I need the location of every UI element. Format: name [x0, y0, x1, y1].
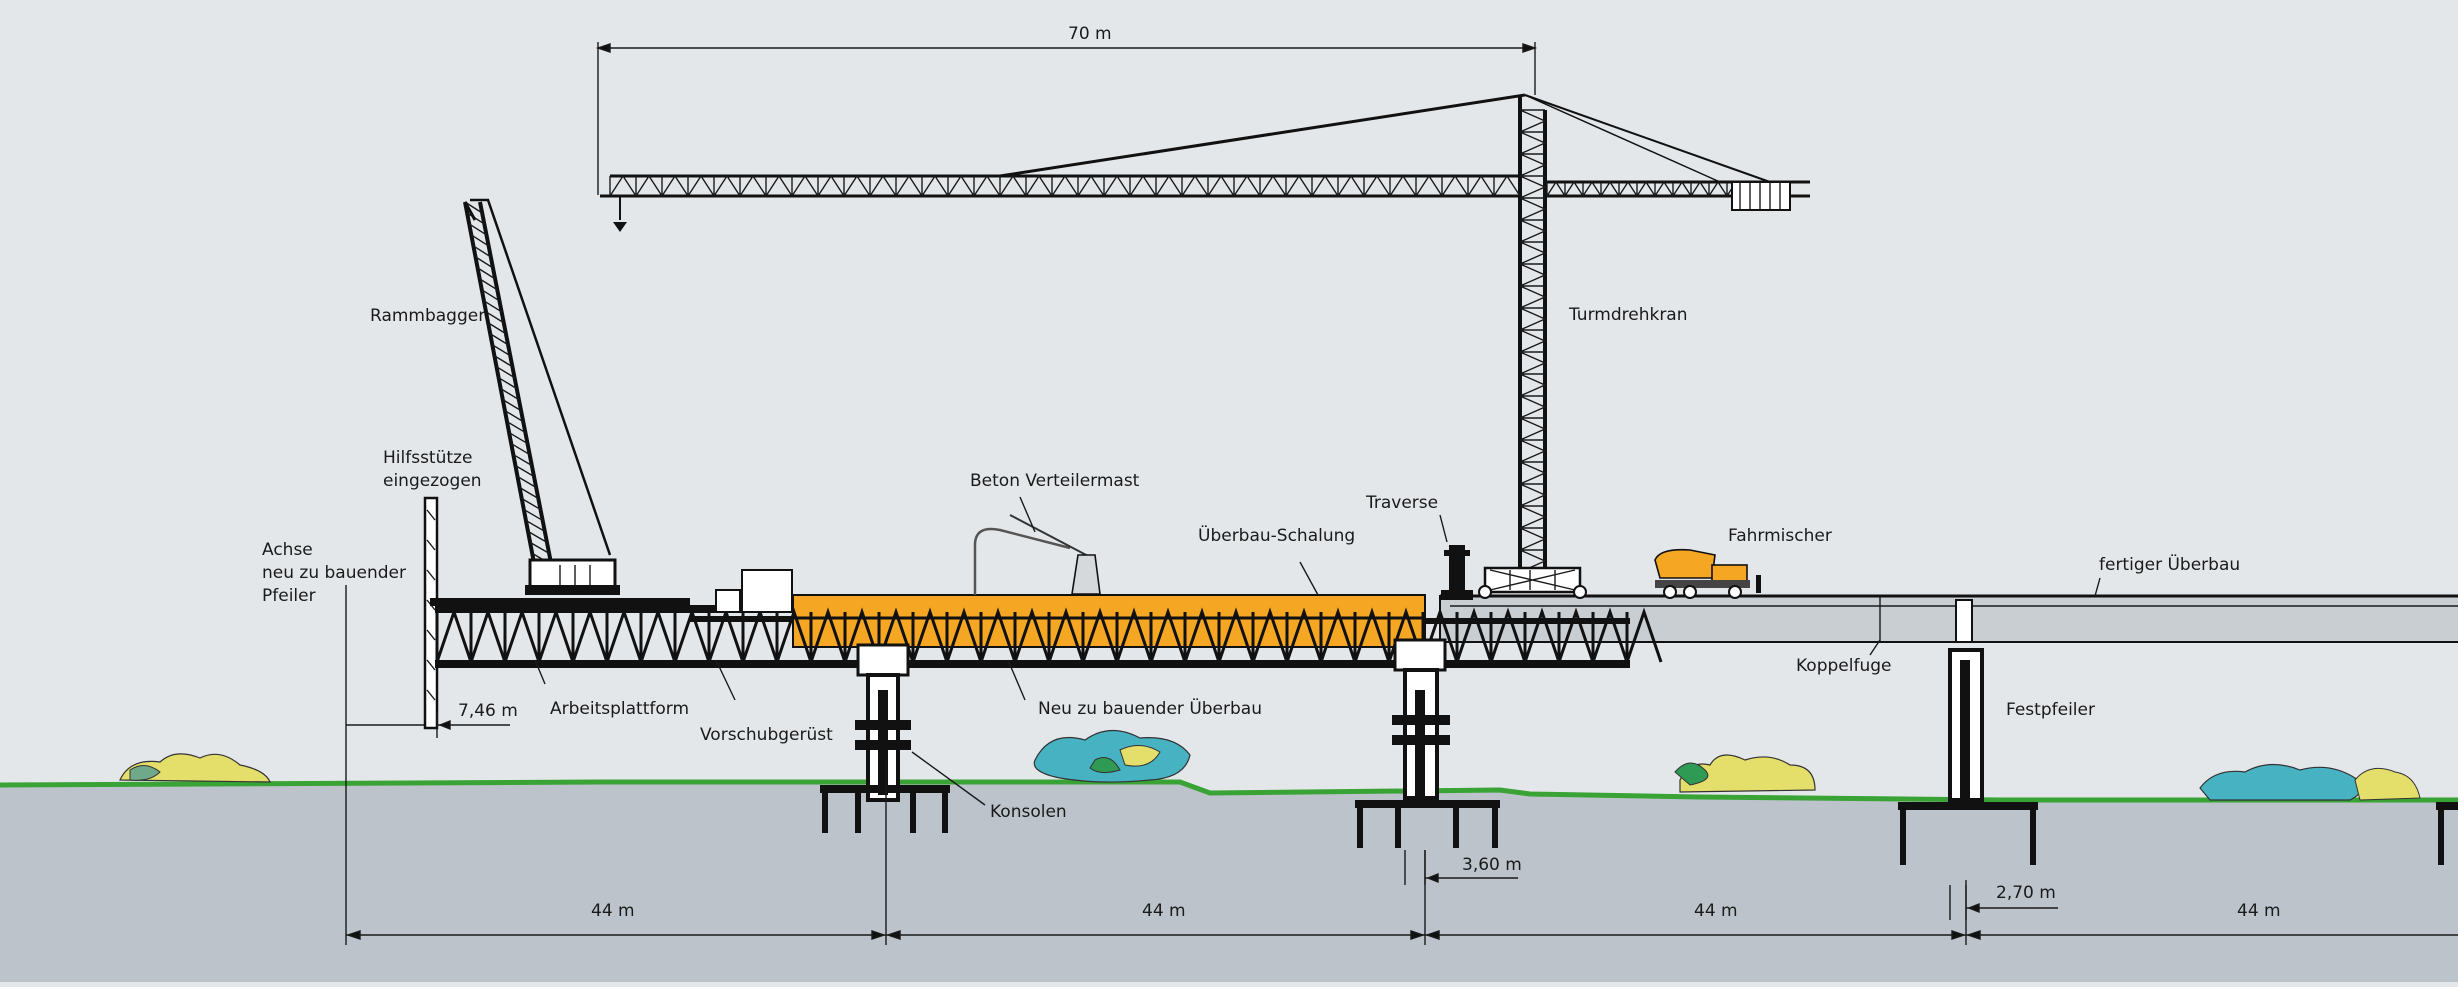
dimension-span-1: 44 m	[591, 901, 635, 921]
label-beton-verteilermast: Beton Verteilermast	[970, 471, 1140, 491]
label-hilfsstuetze-line1: Hilfsstütze	[383, 448, 472, 468]
label-neu-ueberbau: Neu zu bauender Überbau	[1038, 697, 1262, 719]
label-rammbagger: Rammbagger	[370, 306, 485, 326]
label-fahrmischer: Fahrmischer	[1728, 526, 1832, 546]
label-traverse: Traverse	[1365, 493, 1438, 513]
leader-lines	[534, 496, 2101, 806]
traverse	[1441, 545, 1473, 600]
bush-right-2	[2199, 763, 2421, 801]
bush-left	[119, 753, 271, 783]
dimension-360: 3,60 m	[1462, 855, 1522, 875]
label-konsolen: Konsolen	[990, 802, 1067, 822]
label-arbeitsplattform: Arbeitsplattform	[550, 699, 689, 719]
dimension-746: 7,46 m	[458, 701, 518, 721]
dimension-span-4: 44 m	[2237, 901, 2281, 921]
bush-middle	[1033, 729, 1191, 783]
label-vorschubgeruest: Vorschubgerüst	[700, 725, 833, 745]
label-festpfeiler: Festpfeiler	[2006, 700, 2095, 720]
pier-far-right	[2436, 802, 2458, 865]
label-fertiger-ueberbau: fertiger Überbau	[2099, 553, 2240, 575]
dimension-crane-jib: 70 m	[1068, 24, 1112, 44]
tower-crane	[600, 93, 1810, 599]
label-achse-line2: neu zu bauender	[262, 563, 406, 583]
pier-moving-left	[820, 643, 950, 833]
label-achse-line3: Pfeiler	[262, 586, 316, 606]
concrete-distributor-mast	[973, 514, 1101, 595]
bush-right-1	[1674, 754, 1816, 793]
concrete-mixer-truck	[1654, 548, 1761, 599]
ground-area	[0, 782, 2458, 982]
dimension-span-2: 44 m	[1142, 901, 1186, 921]
fixed-pier	[1898, 599, 2038, 865]
pier-middle	[1355, 638, 1500, 848]
dimension-lines	[345, 42, 2458, 945]
grass-line	[0, 779, 2458, 803]
label-turmdrehkran: Turmdrehkran	[1568, 305, 1688, 325]
label-achse-line1: Achse	[262, 540, 313, 560]
dimension-270: 2,70 m	[1996, 883, 2056, 903]
label-ueberbau-schalung: Überbau-Schalung	[1198, 524, 1355, 546]
label-hilfsstuetze-line2: eingezogen	[383, 471, 482, 491]
pile-driver-crane	[463, 198, 620, 595]
dimension-span-3: 44 m	[1694, 901, 1738, 921]
label-koppelfuge: Koppelfuge	[1796, 656, 1891, 676]
